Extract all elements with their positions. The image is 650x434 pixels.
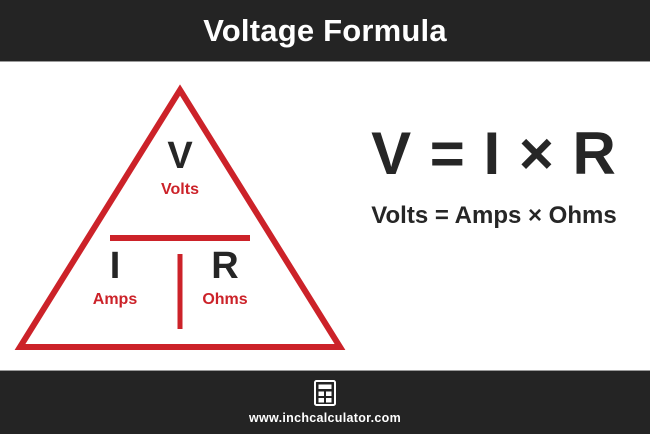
triangle-graphic (14, 84, 346, 350)
main-body: V Volts I Amps R Ohms V = I × R Volts = … (0, 62, 650, 370)
unit-label-volts: Volts (161, 181, 199, 198)
symbol-i: I (109, 245, 121, 287)
triangle-outline (14, 84, 346, 350)
equation-panel: V = I × R Volts = Amps × Ohms (338, 124, 650, 228)
unit-label-ohms: Ohms (202, 291, 248, 308)
unit-label-amps: Amps (92, 291, 138, 308)
equation-sub: Volts = Amps × Ohms (371, 202, 617, 229)
footer-bar: www.inchcalculator.com (0, 370, 650, 434)
symbol-v: V (167, 135, 193, 177)
footer-website-url[interactable]: www.inchcalculator.com (248, 411, 401, 426)
ohms-law-triangle: V Volts I Amps R Ohms (0, 62, 360, 370)
triangle-cell-volts: V Volts (130, 137, 230, 198)
calculator-icon (314, 380, 336, 407)
triangle-cell-ohms: R Ohms (180, 247, 270, 308)
equation-main: V = I × R (371, 120, 617, 187)
triangle-cell-amps: I Amps (70, 247, 160, 308)
page-title: Voltage Formula (203, 13, 447, 48)
symbol-r: R (211, 245, 239, 287)
header-bar: Voltage Formula (0, 0, 650, 62)
